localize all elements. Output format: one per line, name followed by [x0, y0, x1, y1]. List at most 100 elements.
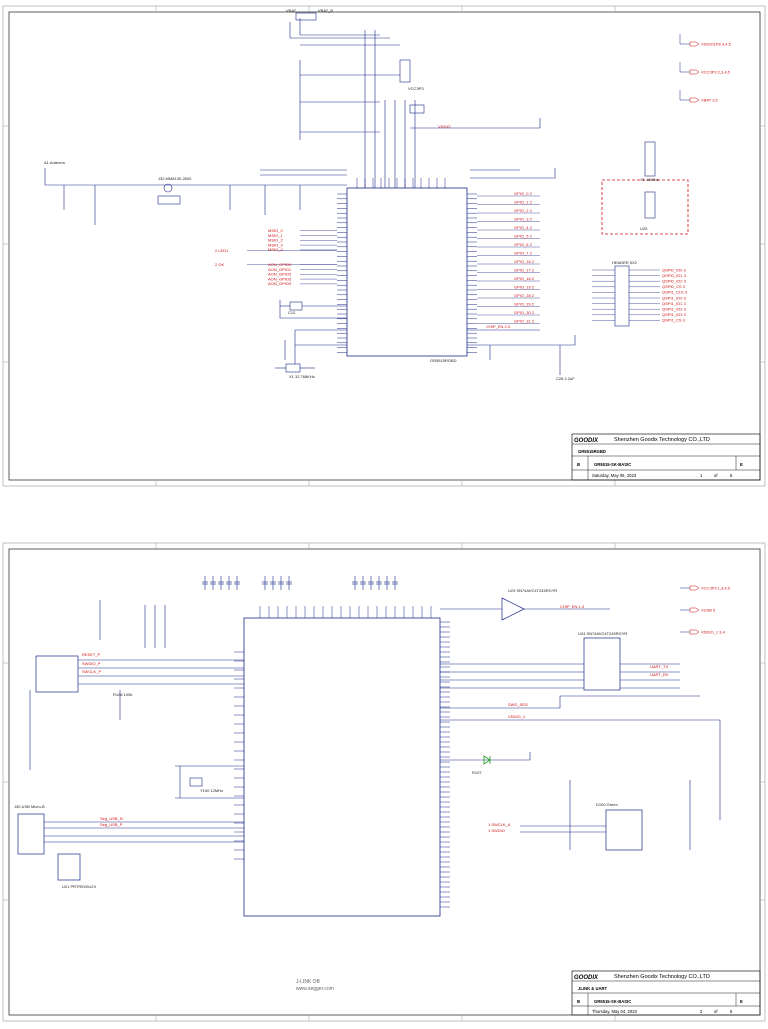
qspi-net-label: QSPI1_CS 3 [662, 318, 686, 323]
power-port-label: VCC3P3 2,3,4,5 [701, 69, 731, 74]
header-dashed-group [601, 179, 689, 235]
qspi-net-label: QSPI1_IO3 3 [662, 312, 687, 317]
left-net-label: 2 LED1 [215, 248, 229, 253]
decoupling-caps [202, 576, 398, 590]
net-chip-en: CHIP_EN 2,3 [486, 324, 511, 329]
qspi-net-label: QSPI0_IO1 3 [662, 273, 687, 278]
net-vbat-label: VBAT [286, 8, 297, 13]
sheet-title: GR5515RGBD [578, 449, 606, 454]
revision-2: E [740, 999, 743, 1004]
sheet-number: 1 [700, 473, 703, 478]
outer-border [2, 5, 766, 487]
usb-connector-label: J30 USB Micro-B [14, 804, 45, 809]
gpio-net-label: GPIO_7 2 [514, 251, 533, 256]
power-port-label: VDDIO1P8 3,4,5 [701, 41, 732, 46]
net-vcc3p3-top: VCC3P3 [408, 86, 424, 91]
right-bus-wires [440, 608, 721, 850]
jlink-footer-line2: www.segger.com [296, 986, 334, 992]
net-usb-p: Seg_USB_P [100, 822, 123, 827]
power-port-label: VCC3P3 1,3,4,5 [701, 585, 731, 590]
net-uart-rx: UART_RX [650, 672, 669, 677]
sheet-number-2: 2 [700, 1009, 703, 1014]
net-chip-en-2: CHIP_EN 1,3 [560, 604, 585, 609]
inner-border [8, 11, 761, 481]
res-r106: R106 100k [113, 692, 132, 697]
qspi-net-label: QSPI0_IO2 3 [662, 279, 687, 284]
mcu-body [243, 617, 441, 917]
usb-connector-body [17, 813, 45, 855]
crystal-16m-label: X1 32.768KHz [289, 374, 315, 379]
gpio-net-label: GPIO_6 2 [514, 242, 533, 247]
crystal-12m-label: Y100 12MHz [200, 788, 223, 793]
qspi-net-label: QSPI1_IO0 3 [662, 295, 687, 300]
jlink-footer-line1: J-LINK OB [296, 979, 321, 985]
date-2: Thursday, May 04, 2023 [592, 1009, 638, 1014]
title-block-1: GOODIX Shenzhen Goodix Technology CO.,LT… [571, 433, 761, 481]
qspi-net-label: QSPI1_CLK 3 [662, 290, 688, 295]
left-net-label: AON_GPIO2 [268, 272, 292, 277]
gpio-net-label: GPIO_5 2 [514, 234, 533, 239]
sheet-title-2: JLINK & UART [578, 986, 608, 991]
crystal-32k-label: C12 [288, 310, 296, 315]
left-net-label: AON_GPIO4 [268, 281, 292, 286]
gpio-net-label: GPIO_28 2 [514, 293, 535, 298]
net-uart-tx: UART_TX [650, 664, 668, 669]
revision: E [740, 462, 743, 467]
title-block-2: GOODIX Shenzhen Goodix Technology CO.,LT… [571, 970, 761, 1016]
net-vbat-b-label: VBAT_B [318, 8, 333, 13]
sheet-1: GR5515RGBD VBAT VBAT_B VCC3P3 [2, 5, 766, 487]
buffer-u22 [501, 597, 525, 621]
net-usb-n: Seg_USB_N [100, 816, 123, 821]
power-port-label: VBAT 3,5 [701, 97, 719, 102]
left-net-label: MSIO_4 [268, 247, 283, 252]
left-net-label: AON_GPIO1 [268, 267, 292, 272]
gpio-net-label: GPIO_16 2 [514, 259, 535, 264]
outer-border-2 [2, 542, 766, 1022]
gpio-net-label: GPIO_30 2 [514, 310, 535, 315]
rf-connector-label: J32 MM8130-2600 [158, 176, 192, 181]
gpio-net-label: GPIO_4 2 [514, 225, 533, 230]
level-shifter-u24 [605, 809, 643, 851]
crystal-cluster [275, 300, 347, 373]
net-vddio-label: VDDIO [438, 124, 451, 129]
gpio-net-label: GPIO_18 2 [514, 276, 535, 281]
doc-number-2: GR5515-SK-BASIC [594, 999, 631, 1004]
header-top-label: Y1 16MHz [640, 177, 659, 182]
left-net-label: MSIO_2 [268, 238, 283, 243]
power-port-label: VUSB 5 [701, 607, 716, 612]
header-mid-body [644, 191, 656, 219]
gpio-net-label: GPIO_17 2 [514, 268, 535, 273]
led-d100 [483, 755, 491, 765]
cap-c28-label: C28 2.2uF [556, 376, 575, 381]
gpio-net-label: GPIO_29 2 [514, 302, 535, 307]
company-logo: GOODIX [574, 438, 599, 444]
sheet-2: RESET_P SWDIO_P SWCLK_P R106 100k Y100 1… [2, 542, 766, 1022]
jtag-header-body [35, 655, 79, 693]
net-swclk-a: 1 SWCLK_A [488, 822, 511, 827]
left-net-label: AON_GPIO0 [268, 262, 292, 267]
doc-number: GR5515-SK-BASIC [594, 462, 631, 467]
level-shifter-u23-label: U24 SN74AVC4T245RGYR [578, 631, 627, 636]
resistor-pack [614, 265, 630, 327]
power-port-label: VDDIO_1 3,4 [701, 629, 726, 634]
main-ic-body [346, 187, 468, 357]
sheet-size: B [577, 462, 580, 467]
gpio-net-label: GPIO_31 2 [514, 319, 535, 324]
left-net-label: MSIO_0 [268, 228, 283, 233]
company-name: Shenzhen Goodix Technology CO.,LTD [614, 437, 710, 443]
level-shifter-u24-label: D100 Green [596, 802, 618, 807]
company-name-2: Shenzhen Goodix Technology CO.,LTD [614, 974, 710, 980]
gpio-net-label: GPIO_1 2 [514, 200, 533, 205]
esd-chip-body [57, 853, 81, 881]
header-top-body [644, 141, 656, 177]
qspi-net-label: QSPI0_CS 3 [662, 284, 686, 289]
usb-crystal [175, 765, 244, 799]
inner-border-2 [8, 548, 761, 1016]
net-swd-seg: VDDIO_1 [508, 714, 526, 719]
left-net-label: MSIO_1 [268, 233, 283, 238]
net-swclk-seg: SWD_SEG [508, 702, 528, 707]
svg-text:of: of [714, 473, 718, 478]
